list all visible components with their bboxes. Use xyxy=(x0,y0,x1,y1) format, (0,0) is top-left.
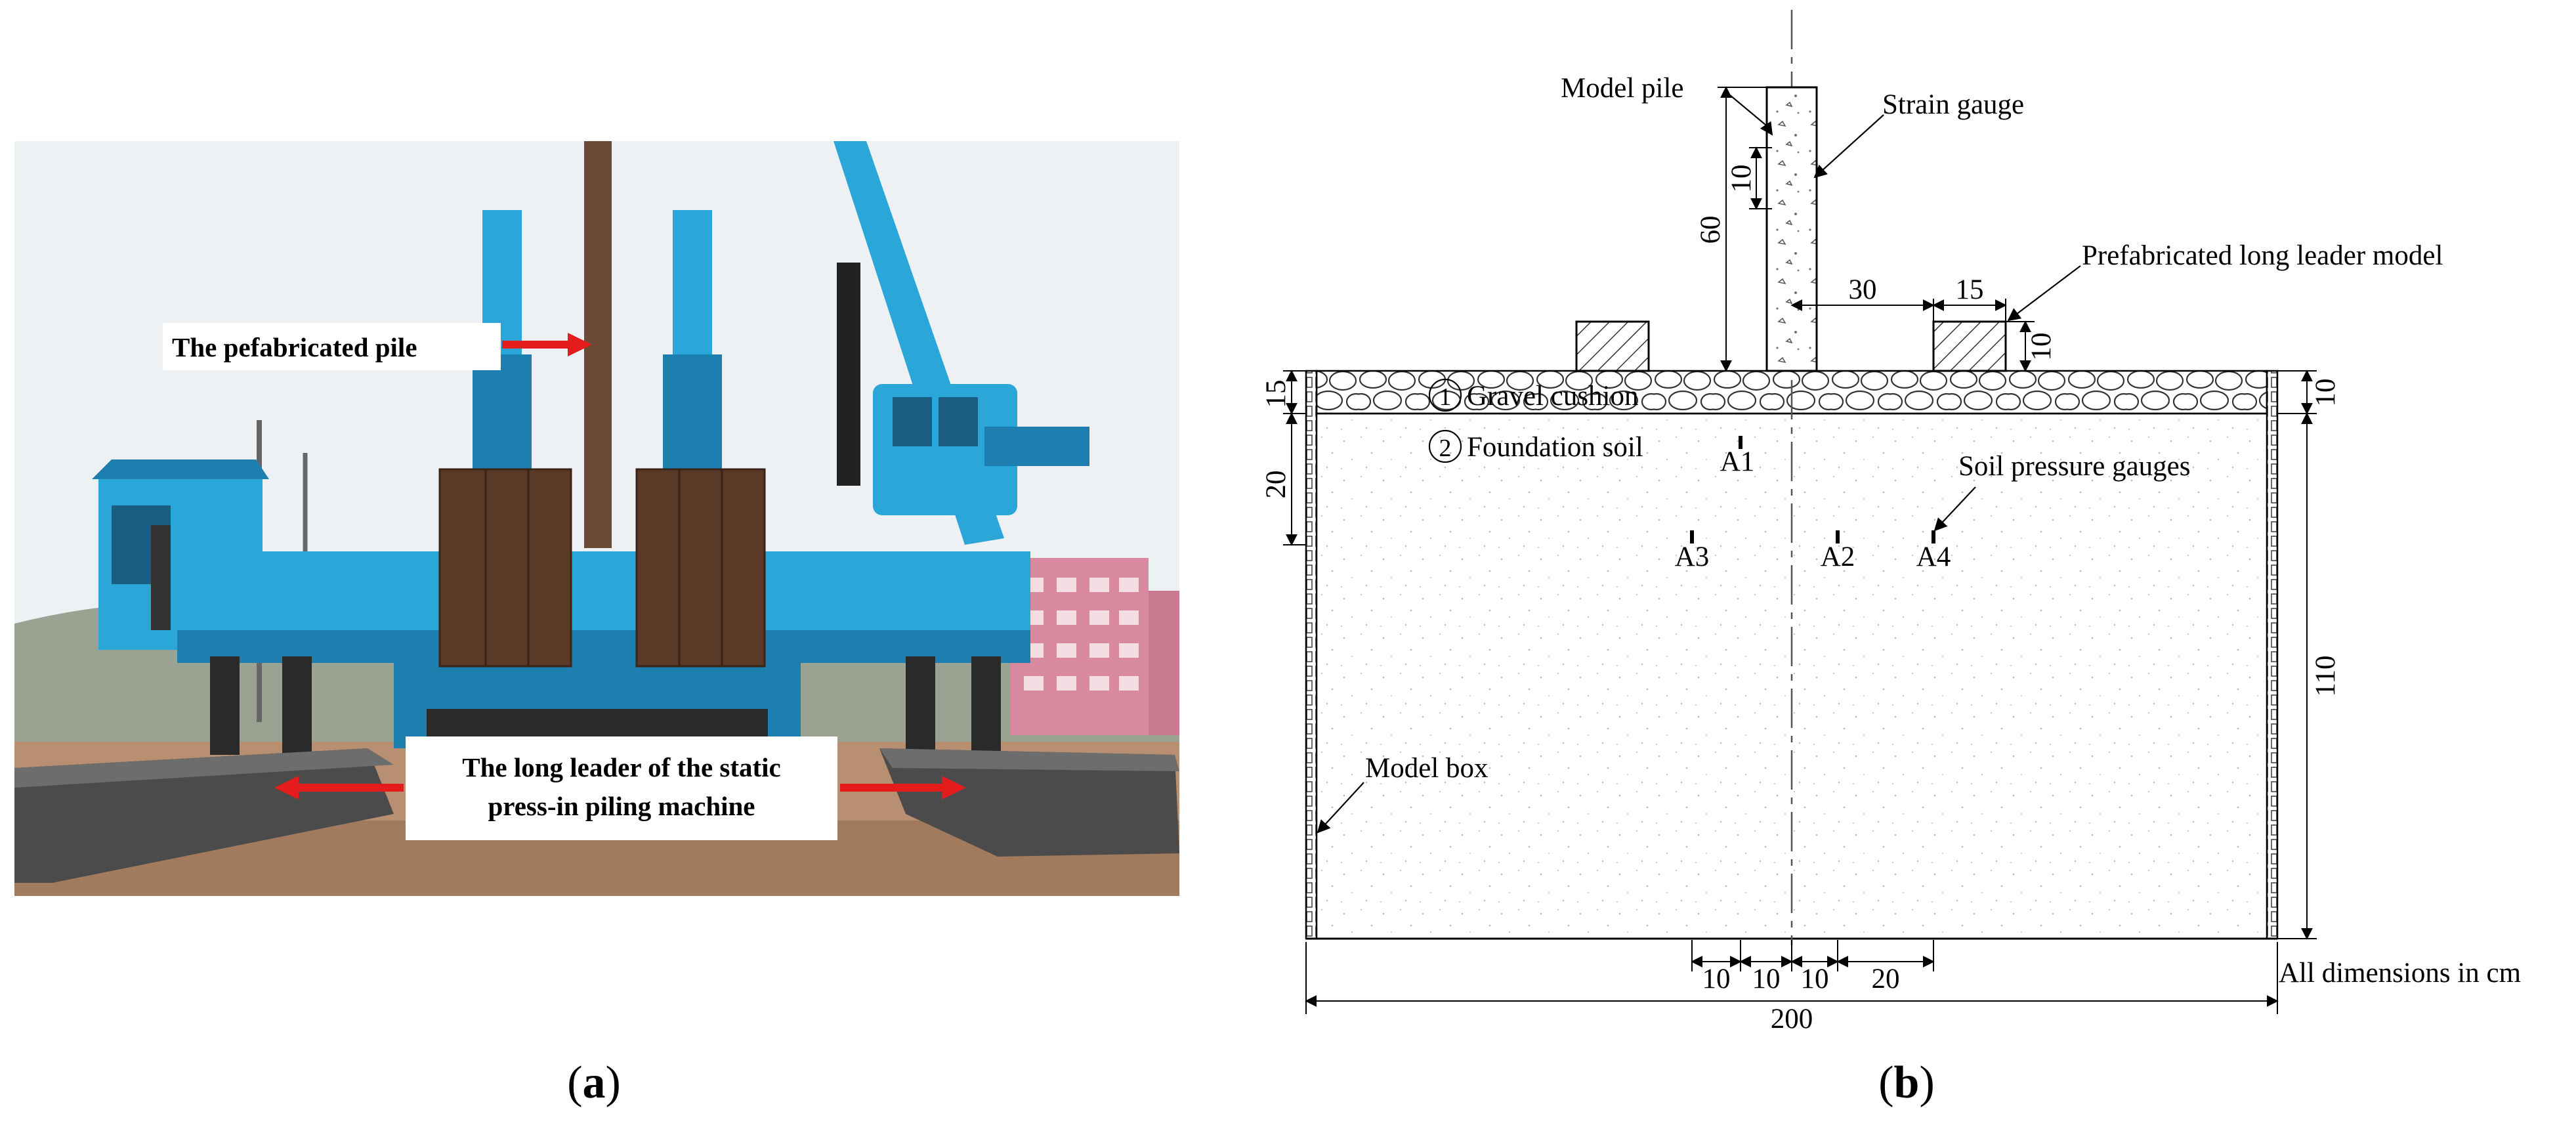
dim-label-bottom-4: 20 xyxy=(1872,964,1900,994)
crane-head xyxy=(984,427,1089,466)
annotation-leader-line2: press-in piling machine xyxy=(488,791,755,821)
building-icon xyxy=(1011,558,1179,735)
long-leader-right xyxy=(879,748,1179,857)
dim-bottom-gauges xyxy=(1691,940,1935,971)
hydraulic-column-right-base xyxy=(663,354,722,486)
dim-label-leader-offset: 30 xyxy=(1849,274,1877,305)
crane-cab-window xyxy=(893,397,932,446)
panel-a-photo xyxy=(14,141,1179,896)
label-prefab-long-leader: Prefabricated long leader model xyxy=(2082,240,2443,271)
label-all-dimensions: All dimensions in cm xyxy=(2279,958,2521,989)
leader-strain-gauge xyxy=(1813,114,1884,179)
dim-label-cushion-right: 10 xyxy=(2310,379,2341,407)
model-pile xyxy=(1765,86,1818,372)
long-leader-left-top xyxy=(14,748,394,788)
dim-label-leader-width: 15 xyxy=(1956,274,1984,305)
dim-label-leader-height: 10 xyxy=(2026,333,2057,361)
label-model-pile: Model pile xyxy=(1561,73,1684,104)
crane-cab-window xyxy=(939,397,978,446)
circle-number-1 xyxy=(1428,378,1462,412)
gauge-label-a3: A3 xyxy=(1675,542,1710,572)
panel-a-label: (a) xyxy=(567,1057,621,1108)
circle-number-2 xyxy=(1428,429,1462,463)
counterweights-left xyxy=(438,468,572,668)
dim-label-bottom-3: 10 xyxy=(1801,964,1829,994)
panel-b-diagram xyxy=(1283,10,2317,1014)
dim-leader-height xyxy=(2006,320,2035,372)
machine-leg xyxy=(282,656,312,755)
dim-label-cushion-left: 15 xyxy=(1261,380,1292,408)
operator-cabin-roof xyxy=(92,459,269,479)
dim-label-pile-height: 60 xyxy=(1695,216,1726,244)
gauge-label-a1: A1 xyxy=(1720,446,1755,477)
dim-right-vertical xyxy=(2277,370,2317,940)
long-leader-right-top xyxy=(879,748,1179,771)
label-strain-gauge: Strain gauge xyxy=(1882,89,2024,120)
dim-left-vertical xyxy=(1283,370,1306,546)
red-arrow-leader-left xyxy=(274,776,404,799)
label-foundation-soil: Foundation soil xyxy=(1467,432,1643,463)
red-arrow-leader-right xyxy=(840,776,966,799)
dim-label-soil-depth: 110 xyxy=(2310,656,2341,697)
model-box-wall-right xyxy=(2266,370,2279,940)
label-model-box: Model box xyxy=(1365,753,1489,784)
dim-label-bottom-1: 10 xyxy=(1702,964,1731,994)
annotation-prefab-pile: The pefabricated pile xyxy=(172,332,417,362)
annotation-box-leader xyxy=(406,736,837,840)
dim-gauge-spacing xyxy=(1749,146,1772,210)
dim-label-a1-depth: 20 xyxy=(1261,471,1292,499)
gauge-label-a2: A2 xyxy=(1821,542,1855,572)
red-arrow-pile xyxy=(502,333,592,356)
machine-leg xyxy=(906,656,935,755)
leader-model-left xyxy=(1575,320,1650,372)
leader-soil-gauges xyxy=(1933,486,1976,532)
circle-number-2-text: 2 xyxy=(1439,435,1452,462)
leader-model-pile xyxy=(1725,91,1773,136)
leader-model-right xyxy=(1932,320,2007,372)
panel-b-label: (b) xyxy=(1878,1057,1935,1108)
leader-arrows xyxy=(1317,91,2081,834)
dim-pile-height xyxy=(1718,86,1767,372)
crane-hydraulic xyxy=(837,263,860,486)
leader-prefab-model xyxy=(2007,265,2081,322)
circle-number-1-text: 1 xyxy=(1439,383,1452,411)
annotation-box-pile xyxy=(163,323,501,370)
model-box-wall-left xyxy=(1305,370,1318,940)
worker xyxy=(151,525,171,630)
dim-box-width xyxy=(1305,942,2279,1014)
counterweights-right xyxy=(635,468,766,668)
label-soil-pressure-gauges: Soil pressure gauges xyxy=(1958,451,2191,482)
annotation-leader-line1: The long leader of the static xyxy=(462,752,781,782)
leader-model-box xyxy=(1317,782,1364,834)
hydraulic-column-left-base xyxy=(473,354,532,486)
label-gravel-cushion: Gravel cushion xyxy=(1467,381,1639,412)
panel-b-labels: Model pile Strain gauge Prefabricated lo… xyxy=(1261,73,2521,1034)
dim-leader-offset xyxy=(1790,299,2007,322)
dim-label-gauge-spacing: 10 xyxy=(1726,165,1757,193)
gauge-label-a4: A4 xyxy=(1916,542,1951,572)
machine-leg xyxy=(210,656,240,755)
dim-label-bottom-2: 10 xyxy=(1752,964,1781,994)
machine-leg xyxy=(971,656,1001,755)
dim-label-box-width: 200 xyxy=(1771,1004,1813,1034)
